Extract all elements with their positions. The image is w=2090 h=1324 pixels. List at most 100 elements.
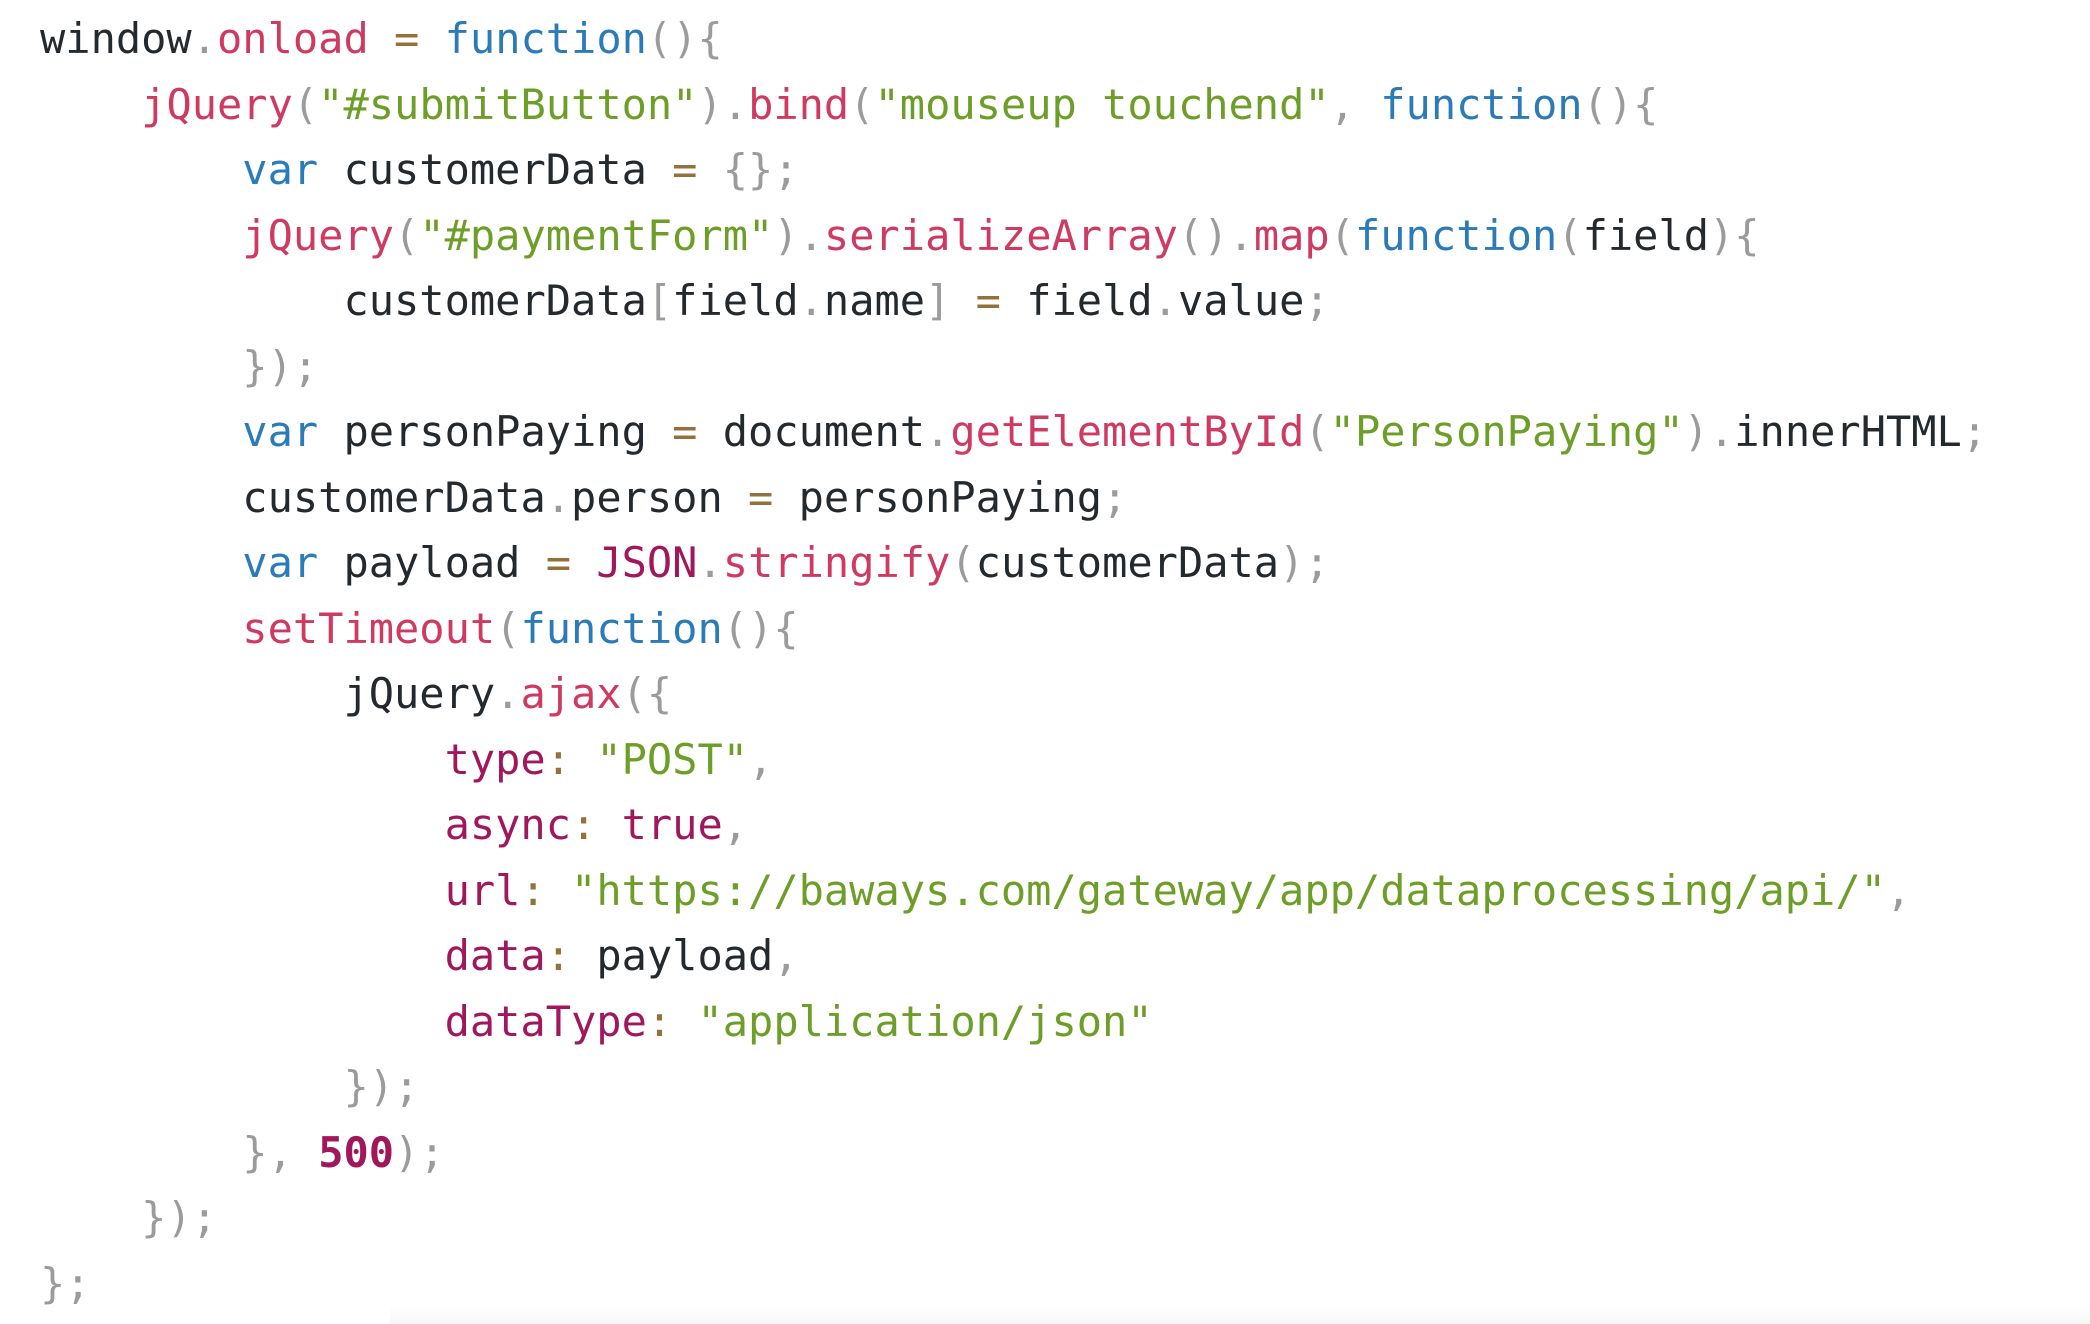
code-token-string: "PersonPaying" bbox=[1329, 407, 1684, 456]
code-line: var customerData = {}; bbox=[40, 137, 2090, 203]
code-token-plain bbox=[571, 538, 596, 587]
code-token-function: setTimeout bbox=[242, 603, 496, 653]
code-token-plain: window bbox=[40, 14, 192, 63]
code-token-punctuation: [ bbox=[646, 276, 673, 325]
code-token-punctuation: } bbox=[242, 1127, 268, 1177]
code-token-punctuation: ); bbox=[394, 1127, 445, 1177]
code-token-plain bbox=[697, 145, 722, 194]
code-token-string: "#submitButton" bbox=[318, 79, 698, 129]
code-indent bbox=[40, 1062, 343, 1111]
code-token-plain: value bbox=[1177, 276, 1305, 325]
code-token-punctuation: . bbox=[925, 407, 951, 456]
code-token-function: getElementById bbox=[950, 407, 1305, 456]
code-token-operator: = bbox=[748, 472, 774, 522]
code-token-punctuation: ( bbox=[394, 210, 420, 260]
code-token-punctuation: . bbox=[722, 79, 749, 129]
code-token-keyword: function bbox=[520, 603, 723, 653]
code-token-plain: jQuery bbox=[343, 669, 496, 718]
code-line: setTimeout(function(){ bbox=[40, 596, 2090, 662]
code-token-operator: : bbox=[571, 800, 597, 849]
code-token-keyword: function bbox=[444, 14, 647, 63]
code-token-operator: : bbox=[545, 931, 572, 980]
code-token-plain bbox=[419, 14, 444, 63]
code-line: window.onload = function(){ bbox=[40, 6, 2090, 72]
code-token-punctuation: }); bbox=[141, 1193, 218, 1242]
code-token-keyword: var bbox=[242, 145, 319, 194]
code-token-punctuation: {}; bbox=[722, 145, 799, 194]
code-token-plain: field bbox=[672, 276, 799, 325]
code-token-punctuation: . bbox=[495, 669, 521, 718]
code-token-operator: : bbox=[520, 865, 546, 915]
code-token-punctuation: (){ bbox=[646, 14, 723, 63]
code-token-builtin: dataType bbox=[444, 996, 647, 1046]
code-token-operator: = bbox=[394, 14, 420, 63]
code-token-punctuation: (){ bbox=[1582, 79, 1659, 129]
code-token-plain: personPaying bbox=[773, 472, 1103, 522]
code-indent bbox=[40, 211, 242, 260]
code-indent bbox=[40, 931, 445, 980]
code-token-punctuation: ( bbox=[950, 538, 976, 587]
code-line: }, 500); bbox=[40, 1120, 2090, 1186]
code-indent bbox=[40, 342, 242, 391]
code-line: dataType: "application/json" bbox=[40, 989, 2090, 1055]
code-token-builtin: true bbox=[621, 800, 723, 849]
code-line: type: "POST", bbox=[40, 727, 2090, 793]
code-token-punctuation: ( bbox=[1329, 210, 1355, 260]
code-token-punctuation: ] bbox=[925, 276, 951, 325]
code-token-function: jQuery bbox=[141, 79, 293, 129]
code-token-punctuation: . bbox=[545, 472, 572, 522]
code-token-function: ajax bbox=[520, 669, 622, 718]
code-token-string: "application/json" bbox=[697, 996, 1153, 1046]
code-token-punctuation: , bbox=[1885, 865, 1912, 915]
code-token-plain bbox=[293, 1128, 318, 1177]
code-token-plain: field bbox=[1000, 276, 1153, 325]
code-token-plain bbox=[369, 14, 394, 63]
code-token-plain: personPaying bbox=[318, 407, 673, 456]
code-token-function: stringify bbox=[722, 538, 951, 587]
code-token-punctuation: ); bbox=[1279, 538, 1330, 587]
code-line: jQuery("#submitButton").bind("mouseup to… bbox=[40, 72, 2090, 138]
code-token-keyword: function bbox=[1380, 79, 1583, 129]
code-token-punctuation: ) bbox=[1683, 407, 1709, 456]
code-block[interactable]: window.onload = function(){ jQuery("#sub… bbox=[0, 6, 2090, 1316]
code-token-plain: document bbox=[697, 407, 926, 456]
code-token-plain bbox=[596, 800, 621, 849]
code-token-punctuation: }; bbox=[40, 1258, 91, 1308]
code-token-function: map bbox=[1253, 210, 1330, 260]
code-token-plain bbox=[1355, 80, 1380, 129]
code-line: var personPaying = document.getElementBy… bbox=[40, 399, 2090, 465]
code-token-plain bbox=[546, 866, 571, 915]
code-token-punctuation: . bbox=[191, 14, 218, 63]
code-token-punctuation: ( bbox=[849, 79, 875, 129]
code-indent bbox=[40, 80, 141, 129]
code-line: customerData.person = personPaying; bbox=[40, 465, 2090, 531]
code-token-plain: payload bbox=[571, 931, 774, 980]
code-token-builtin: async bbox=[444, 800, 572, 849]
code-token-punctuation: }); bbox=[343, 1062, 420, 1111]
code-line: async: true, bbox=[40, 792, 2090, 858]
code-token-punctuation: ( bbox=[292, 79, 319, 129]
code-token-punctuation: ( bbox=[495, 603, 521, 653]
code-token-operator: = bbox=[975, 276, 1001, 325]
code-token-plain: customerData bbox=[975, 538, 1280, 587]
code-token-punctuation: ; bbox=[1102, 472, 1128, 522]
code-token-punctuation: ) bbox=[773, 210, 799, 260]
code-token-plain bbox=[672, 997, 697, 1046]
code-token-string: "#paymentForm" bbox=[419, 210, 774, 260]
code-token-operator: = bbox=[672, 407, 698, 456]
code-token-builtin: url bbox=[444, 865, 521, 915]
code-token-builtin: data bbox=[444, 931, 546, 980]
code-token-plain: customerData bbox=[242, 472, 546, 522]
code-indent bbox=[40, 538, 242, 587]
code-token-plain: innerHTML bbox=[1734, 407, 1962, 456]
code-indent bbox=[40, 1128, 242, 1177]
code-indent bbox=[40, 604, 242, 653]
code-token-plain bbox=[950, 276, 975, 325]
code-token-operator: : bbox=[646, 996, 673, 1046]
code-token-string: "POST" bbox=[596, 734, 749, 784]
code-token-punctuation: (){ bbox=[722, 603, 799, 653]
code-token-plain: field bbox=[1582, 210, 1709, 260]
code-token-punctuation: ({ bbox=[621, 669, 673, 718]
code-token-punctuation: ( bbox=[1304, 407, 1330, 456]
